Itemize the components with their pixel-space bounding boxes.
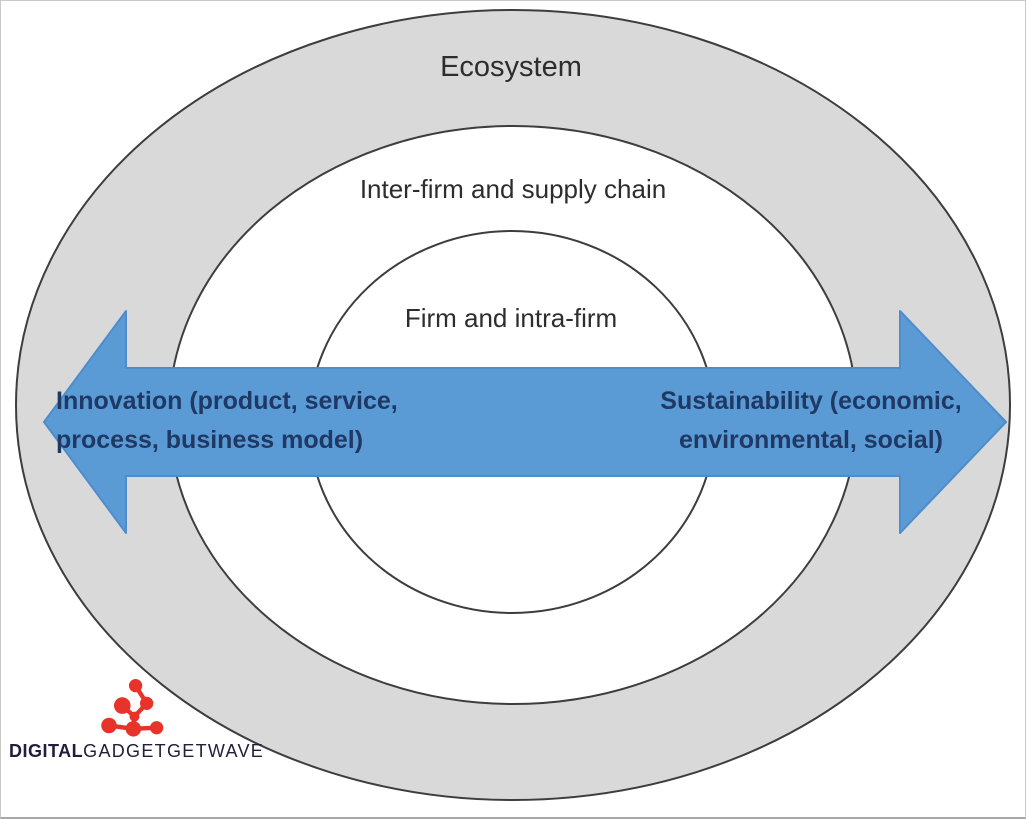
network-nodes <box>101 679 164 737</box>
arrow-caption-sustainability-line2: environmental, social) <box>679 426 943 454</box>
label-ecosystem: Ecosystem <box>440 51 582 83</box>
arrow-caption-innovation-line2: process, business model) <box>56 426 364 454</box>
site-logo: DIGITALGADGETGETWAVE <box>9 669 279 769</box>
arrow-caption-innovation: Innovation (product, service, process, b… <box>56 382 398 460</box>
label-inter-firm-supply-chain: Inter-firm and supply chain <box>359 174 667 204</box>
double-headed-arrow <box>43 310 1007 534</box>
label-firm-intra-firm: Firm and intra-firm <box>404 303 618 333</box>
arrow-caption-sustainability-line1: Sustainability (economic, <box>660 387 962 415</box>
logo-wordmark: DIGITALGADGETGETWAVE <box>9 741 264 762</box>
logo-wordmark-bold: DIGITAL <box>9 741 84 761</box>
logo-wordmark-regular: GADGETGETWAVE <box>83 741 265 761</box>
arrow-caption-innovation-line1: Innovation (product, service, <box>56 387 398 415</box>
network-molecule-icon <box>101 679 164 737</box>
arrow-caption-sustainability: Sustainability (economic, environmental,… <box>631 382 991 460</box>
